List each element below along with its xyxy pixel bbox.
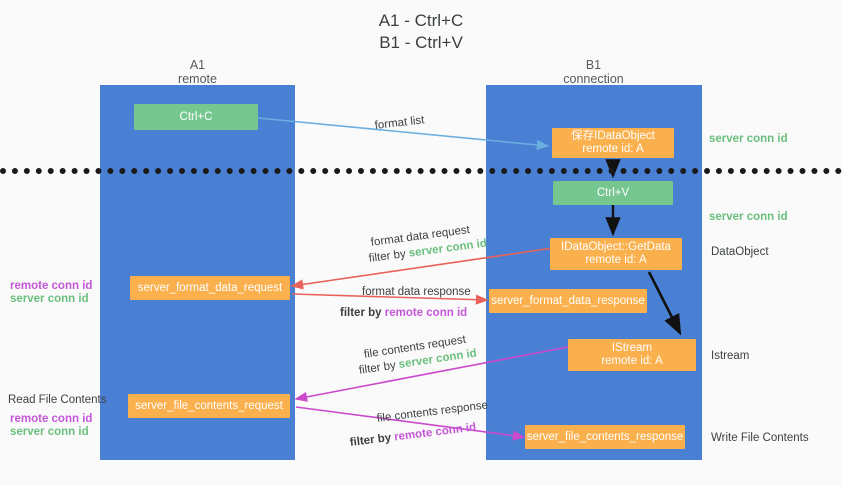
remote-conn-id-text-2: remote conn id (393, 421, 477, 444)
remote-conn-id-text-1: remote conn id (384, 307, 468, 319)
edge-label-filter-remote-2: filter by remote conn id (349, 421, 477, 450)
box-ctrl-c-label: Ctrl+C (179, 110, 213, 123)
box-save-idataobject[interactable]: 保存IDataObject remote id: A (552, 128, 674, 158)
box-ctrl-c[interactable]: Ctrl+C (134, 104, 258, 130)
box-ctrl-v-label: Ctrl+V (596, 186, 630, 199)
left-label-read-file-contents: Read File Contents (8, 394, 107, 406)
box-save-idataobject-line1: 保存IDataObject (571, 130, 655, 142)
box-server-format-data-request-label: server_format_data_request (137, 281, 283, 294)
edge-label-format-list: format list (374, 114, 425, 132)
box-server-file-contents-request[interactable]: server_file_contents_request (128, 394, 290, 418)
lane-b1-sub: connection (563, 72, 624, 86)
right-label-server-conn-id-top: server conn id (709, 133, 788, 145)
box-istream[interactable]: IStream remote id: A (568, 339, 696, 371)
lane-a1-name: A1 (189, 58, 206, 72)
edge-label-filter-remote-1: filter by remote conn id (340, 306, 467, 320)
box-istream-line2: remote id: A (601, 355, 663, 367)
box-server-file-contents-response[interactable]: server_file_contents_response (525, 425, 685, 449)
left-label-remote-conn-id-1: remote conn id (10, 280, 93, 292)
box-server-format-data-response-label: server_format_data_response (491, 294, 645, 307)
box-idataobject-getdata[interactable]: IDataObject::GetData remote id: A (550, 238, 682, 270)
lane-header-a1: A1 remote (120, 58, 275, 86)
box-getdata-line1: IDataObject::GetData (561, 241, 671, 253)
page-title: A1 - Ctrl+C B1 - Ctrl+V (0, 10, 842, 54)
box-server-file-contents-response-label: server_file_contents_response (526, 430, 684, 443)
box-istream-line1: IStream (611, 342, 653, 354)
filter-by-text-4: filter by (349, 431, 395, 449)
title-line-2: B1 - Ctrl+V (379, 33, 463, 52)
left-label-server-conn-id-1: server conn id (10, 293, 89, 305)
right-label-write-file-contents: Write File Contents (711, 432, 809, 444)
lane-b1-name: B1 (585, 58, 602, 72)
lane-a1-sub: remote (178, 72, 217, 86)
right-label-dataobject: DataObject (711, 246, 769, 258)
box-save-idataobject-line2: remote id: A (582, 143, 644, 155)
left-label-remote-conn-id-2: remote conn id (10, 413, 93, 425)
box-ctrl-v[interactable]: Ctrl+V (553, 181, 673, 205)
lane-header-b1: B1 connection (516, 58, 671, 86)
box-server-format-data-response[interactable]: server_format_data_response (489, 289, 647, 313)
edge-label-format-data-response: format data response (362, 286, 471, 298)
filter-by-text-1: filter by (368, 247, 410, 265)
title-line-1: A1 - Ctrl+C (378, 11, 464, 30)
right-label-server-conn-id-mid: server conn id (709, 211, 788, 223)
filter-by-text-2: filter by (340, 307, 385, 319)
separator-dashed-line (0, 168, 842, 174)
box-server-format-data-request[interactable]: server_format_data_request (130, 276, 290, 300)
right-label-istream: Istream (711, 350, 750, 362)
left-label-server-conn-id-2: server conn id (10, 426, 89, 438)
box-getdata-line2: remote id: A (585, 254, 647, 266)
box-server-file-contents-request-label: server_file_contents_request (135, 399, 283, 412)
